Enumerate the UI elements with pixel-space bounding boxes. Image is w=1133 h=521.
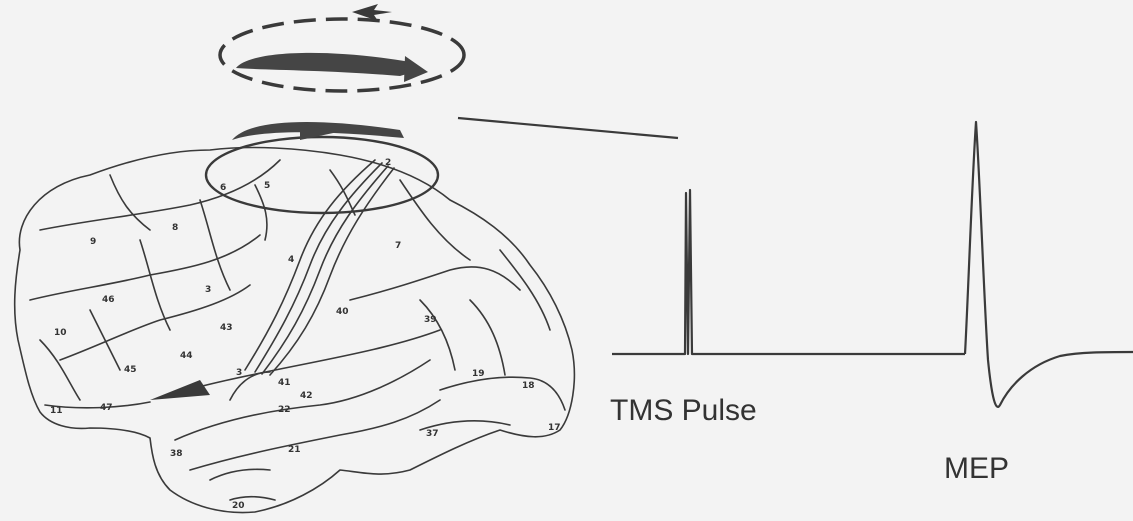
ba-label: 11 [50,406,63,416]
ba-label: 2 [385,158,391,168]
ba-label: 42 [300,391,313,401]
ba-label: 46 [102,295,115,305]
ba-label: 44 [180,351,193,361]
ba-label: 47 [100,403,113,413]
ba-label: 19 [472,369,485,379]
ba-label: 17 [548,423,561,433]
emg-trace [612,122,1133,407]
ba-label: 9 [90,237,96,247]
tms-coil [220,4,464,91]
ba-label: 3 [205,285,211,295]
ba-label: 10 [54,328,67,338]
ba-label: 38 [170,449,183,459]
ba-label: 21 [288,445,301,455]
ba-label: 22 [278,405,291,415]
ba-label: 20 [232,501,245,511]
ba-label: 40 [336,307,349,317]
induced-current-ring [206,122,438,213]
ba-label: 37 [426,429,439,439]
ba-label: 3 [236,368,242,378]
mep-trace [965,122,1133,407]
ba-label: 18 [522,381,535,391]
tms-pulse-trace [612,190,965,354]
mep-label: MEP [944,452,1009,485]
ba-label: 4 [288,255,294,265]
coil-current-arrow-icon [236,53,420,76]
ba-label: 43 [220,323,233,333]
ba-label: 6 [220,183,226,193]
ba-label: 41 [278,378,291,388]
coil-to-trace-connector [458,118,678,138]
brain-illustration [15,148,575,513]
ba-label: 5 [264,181,270,191]
brodmann-area-labels: 2 5 4 9 8 6 7 3 40 39 46 45 10 44 43 41 … [50,158,561,511]
tms-pulse-label: TMS Pulse [610,394,757,427]
ba-label: 45 [124,365,137,375]
ba-label: 8 [172,223,178,233]
ba-label: 7 [395,241,401,251]
ba-label: 39 [424,315,437,325]
